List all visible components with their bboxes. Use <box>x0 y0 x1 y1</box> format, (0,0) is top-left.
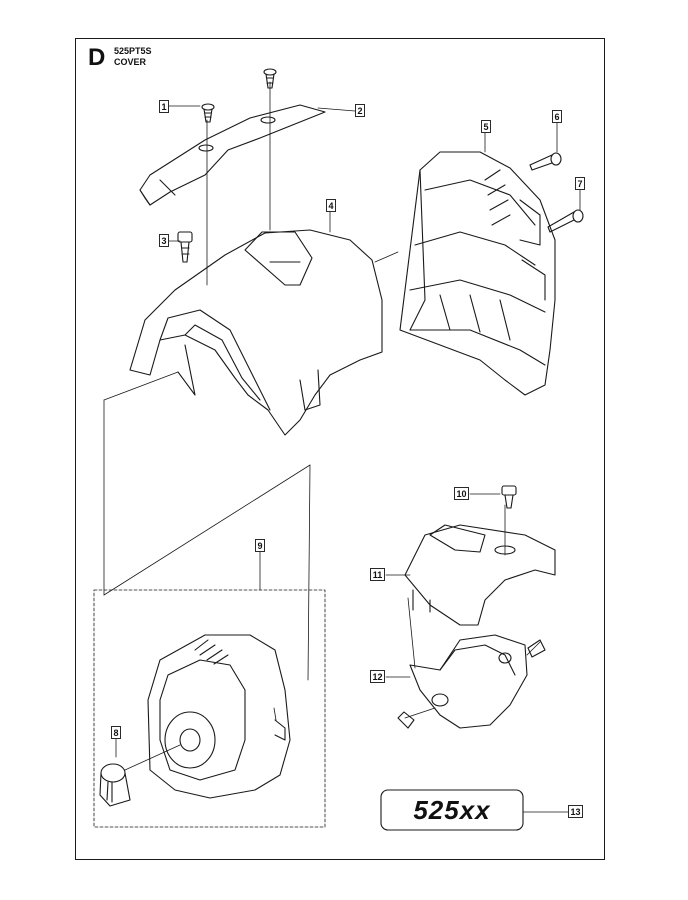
callout-3: 3 <box>159 234 169 247</box>
decal-13 <box>380 789 524 831</box>
callout-5: 5 <box>481 120 491 133</box>
callout-7: 7 <box>575 177 585 190</box>
callout-13: 13 <box>568 805 583 818</box>
guide-lines <box>103 81 541 771</box>
bolt-6 <box>529 152 562 171</box>
callout-2: 2 <box>355 104 365 117</box>
section-title: COVER <box>114 57 147 67</box>
callout-4: 4 <box>326 199 336 212</box>
callout-10: 10 <box>454 487 469 500</box>
bolt-7 <box>547 209 584 233</box>
diagram-frame <box>75 38 605 860</box>
callout-9: 9 <box>255 539 265 552</box>
top-plate-2 <box>139 104 326 206</box>
screw-12a <box>527 639 546 658</box>
callout-6: 6 <box>552 110 562 123</box>
cover-4 <box>129 229 383 436</box>
section-letter: D <box>88 44 106 71</box>
knob-8 <box>99 763 131 807</box>
screw-3 <box>177 231 193 263</box>
housing-5 <box>399 151 556 396</box>
screw-12b <box>397 711 415 729</box>
callout-8: 8 <box>111 726 121 739</box>
screw-1 <box>201 103 215 123</box>
filter-cover-9 <box>147 634 291 799</box>
callout-12: 12 <box>370 670 385 683</box>
screw-10 <box>501 485 517 509</box>
base-12 <box>409 634 528 729</box>
model-number: 525PT5S <box>114 46 152 56</box>
callout-1: 1 <box>159 100 169 113</box>
leader-lines <box>115 105 581 813</box>
screw-2 <box>263 68 277 89</box>
lid-11 <box>404 524 556 626</box>
kit-box-9 <box>93 589 326 828</box>
callout-11: 11 <box>370 568 385 581</box>
decal-label: 525xx <box>413 794 491 825</box>
